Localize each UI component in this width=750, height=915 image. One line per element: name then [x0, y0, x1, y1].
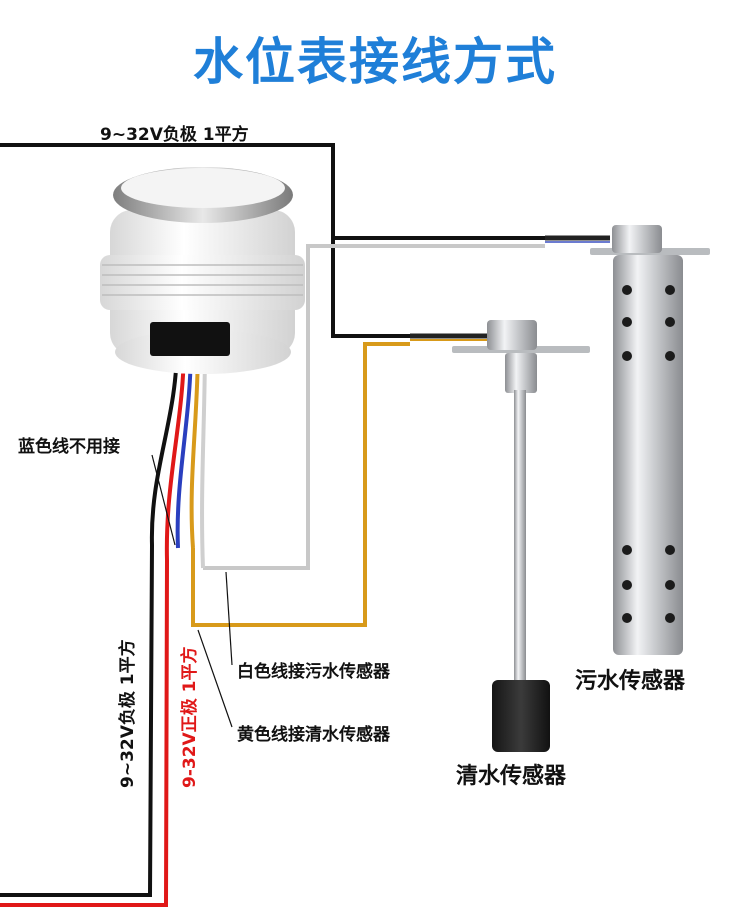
- gauge-yellow-wire: [189, 344, 200, 549]
- clean-water-sensor: [452, 320, 590, 752]
- gauge-red-wire: [0, 344, 186, 907]
- grey-water-sensor: [590, 225, 710, 655]
- left-negative-label: 9~32V负极 1平方: [118, 639, 138, 788]
- page-title: 水位表接线方式: [193, 33, 557, 91]
- gauge-white-wire: [200, 344, 207, 569]
- white-wire-label: 白色线接污水传感器: [237, 662, 390, 682]
- yellow-wire-label: 黄色线接清水传感器: [237, 725, 390, 745]
- blue-unused-label: 蓝色线不用接: [18, 437, 120, 457]
- gauge-black-wire: [0, 344, 179, 897]
- top-negative-label: 9~32V负极 1平方: [100, 125, 249, 145]
- grey-sensor-label: 污水传感器: [575, 669, 686, 694]
- top-negative-wire: [0, 143, 545, 240]
- branch-negative-wire: [331, 238, 415, 338]
- white-wire: [203, 244, 545, 570]
- water-level-gauge: [100, 167, 305, 374]
- clean-sensor-label: 清水传感器: [456, 764, 567, 789]
- yellow-wire: [191, 342, 410, 627]
- left-positive-label: 9-32V正极 1平方: [180, 646, 200, 788]
